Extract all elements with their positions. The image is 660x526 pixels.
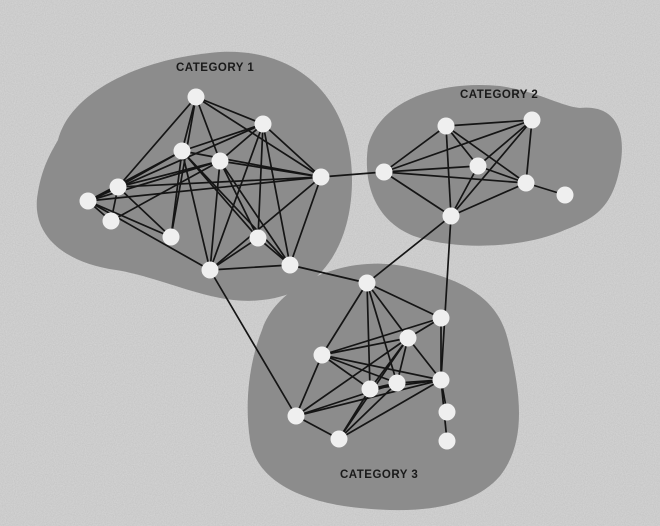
edge-a1-a4: [195, 96, 221, 162]
node-a11: [201, 261, 219, 279]
node-b7: [556, 186, 574, 204]
edge-b6-d9: [440, 215, 452, 381]
edge-a7-a9: [87, 200, 172, 238]
edge-a6-a11: [209, 176, 322, 271]
edge-d1-d2: [366, 282, 442, 319]
edge-b2-b4: [477, 119, 533, 167]
edge-a1-a9: [170, 96, 197, 238]
node-d4: [313, 346, 331, 364]
node-a8: [102, 212, 120, 230]
edge-d4-d6: [321, 354, 371, 390]
edge-b3-b4: [383, 165, 479, 173]
node-b1: [437, 117, 455, 135]
edge-b5-b6: [450, 182, 527, 217]
edge-d5-d8: [338, 382, 398, 440]
node-d10: [438, 403, 456, 421]
edge-a4-a8: [110, 160, 221, 222]
node-d6: [361, 380, 379, 398]
edge-a12-d1: [289, 264, 368, 284]
edge-a7-a11: [87, 200, 211, 271]
node-a12: [281, 256, 299, 274]
node-b2: [523, 111, 541, 129]
edge-a4-a12: [219, 160, 291, 266]
edge-b2-b5: [525, 119, 533, 184]
category-2-label: CATEGORY 2: [460, 89, 538, 101]
edge-b1-b2: [445, 119, 533, 127]
node-d1: [358, 274, 376, 292]
edge-a5-a9: [117, 186, 172, 238]
edge-d6-d9: [369, 379, 442, 390]
edge-d4-d9: [321, 354, 442, 381]
edge-b2-b3: [383, 119, 533, 173]
edge-a3-a5: [117, 150, 183, 188]
edge-a2-a11: [209, 123, 264, 271]
node-a1: [187, 88, 205, 106]
edge-d6-d8: [338, 388, 371, 440]
edge-b2-b6: [450, 119, 533, 217]
edge-a3-a9: [170, 150, 183, 238]
node-b4: [469, 157, 487, 175]
edge-a2-a4: [219, 123, 264, 162]
edge-a4-a11: [209, 160, 221, 271]
edge-d4-d5: [321, 354, 398, 384]
edge-a4-a6: [219, 160, 322, 178]
edge-b1-b6: [445, 125, 452, 217]
category-3-label: CATEGORY 3: [340, 469, 418, 481]
edge-b4-b6: [450, 165, 479, 217]
edge-a2-a6: [262, 123, 322, 178]
edge-b6-d1: [366, 215, 452, 284]
node-d5: [388, 374, 406, 392]
edge-a3-a12: [181, 150, 291, 266]
edge-a2-a12: [262, 123, 291, 266]
node-d2: [432, 309, 450, 327]
node-d8: [330, 430, 348, 448]
node-a3: [173, 142, 191, 160]
edge-b3-b6: [383, 171, 452, 217]
edge-a6-a12: [289, 176, 322, 266]
edge-a6-a7: [87, 176, 322, 202]
node-a10: [249, 229, 267, 247]
edge-b3-b5: [383, 171, 527, 184]
node-b3: [375, 163, 393, 181]
edge-a11-d7: [209, 269, 297, 417]
node-a4: [211, 152, 229, 170]
edge-a1-a2: [195, 96, 264, 125]
edge-d4-d7: [295, 354, 323, 417]
edge-a6-b3: [320, 171, 385, 178]
edge-a4-a5: [117, 160, 221, 188]
node-d7: [287, 407, 305, 425]
node-b5: [517, 174, 535, 192]
node-a6: [312, 168, 330, 186]
edge-a10-a11: [209, 237, 259, 271]
node-a7: [79, 192, 97, 210]
edge-a4-a7: [87, 160, 221, 202]
category-1-label: CATEGORY 1: [176, 62, 254, 74]
edge-d1-d6: [366, 282, 371, 390]
edge-a11-a12: [209, 264, 291, 271]
node-d9: [432, 371, 450, 389]
node-d11: [438, 432, 456, 450]
edge-d3-d9: [407, 337, 442, 381]
edge-b1-b3: [383, 125, 447, 173]
edge-d8-d9: [338, 379, 442, 440]
node-d3: [399, 329, 417, 347]
node-a2: [254, 115, 272, 133]
node-b6: [442, 207, 460, 225]
edge-a4-a10: [219, 160, 259, 239]
edge-b1-b5: [445, 125, 527, 184]
edge-d3-d4: [321, 337, 409, 356]
edge-d1-d4: [321, 282, 368, 356]
edge-a2-a3: [181, 123, 264, 152]
edge-b1-b4: [445, 125, 479, 167]
edge-d2-d4: [321, 317, 442, 356]
edge-a1-a5: [117, 96, 197, 188]
edge-d1-d3: [366, 282, 409, 339]
edge-a5-a6: [117, 176, 322, 188]
node-a5: [109, 178, 127, 196]
edge-d7-d9: [295, 379, 442, 417]
edge-d1-d5: [366, 282, 398, 384]
node-a9: [162, 228, 180, 246]
